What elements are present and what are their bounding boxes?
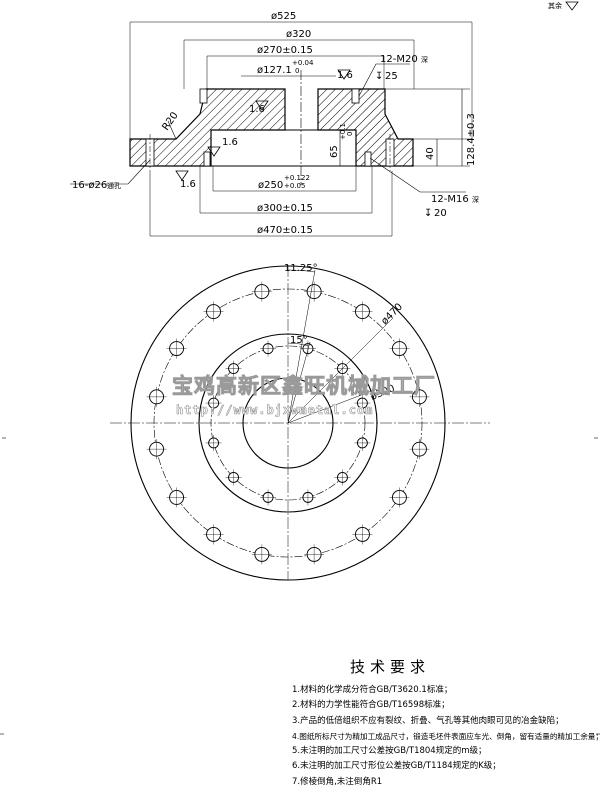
svg-text:深: 深 — [472, 195, 479, 204]
rest-roughness-label: 其余 — [548, 1, 562, 10]
tech-requirement-item: 1.材料的化学成分符合GB/T3620.1标准； — [292, 685, 453, 695]
tech-requirements-title: 技术要求 — [350, 658, 431, 676]
roughness-triangle-icon — [565, 1, 579, 11]
watermark-company: 宝鸡高新区鑫旺机械加工厂 — [172, 374, 436, 398]
dim-d250-tol-up: +0.122 — [284, 174, 310, 182]
dim-d127-tol-low: 0 — [295, 67, 299, 75]
svg-text:深: 深 — [421, 55, 428, 64]
dim-d127-tol-up: +0.04 — [292, 59, 314, 67]
roughness-2: 1.6 — [337, 70, 353, 81]
dim-d320: ø320 — [286, 29, 311, 40]
section-view — [70, 21, 473, 237]
dim-d525: ø525 — [271, 11, 296, 22]
callout-m16-depth-symbol: ↧ — [424, 208, 432, 219]
roughness-1: 1.6 — [249, 104, 265, 115]
dim-h65-tol-up: +0.1 — [339, 123, 347, 140]
callout-m16-depth: 20 — [434, 208, 447, 219]
svg-text:通孔: 通孔 — [107, 181, 121, 190]
watermark-url: http://www.bjxwmetal.com — [176, 403, 373, 417]
dim-r20: R20 — [160, 110, 180, 132]
dim-d250: ø250 — [258, 180, 283, 191]
callout-m20: 12-M20 — [380, 54, 418, 65]
dim-h128: 128.4±0.3 — [466, 113, 477, 166]
dim-d127: ø127.1 — [257, 65, 292, 76]
dim-h65: 65 — [329, 145, 340, 158]
callout-m16: 12-M16 — [431, 194, 469, 205]
roughness-4: 1.6 — [180, 179, 196, 190]
callout-m20-depth: 25 — [385, 71, 398, 82]
dim-d470: ø470±0.15 — [257, 225, 313, 236]
tech-requirement-item: 3.产品的低倍组织不应有裂纹、折叠、气孔等其他肉眼可见的冶金缺陷； — [292, 715, 564, 726]
tech-requirement-item: 7.修棱倒角,未注倒角R1 — [292, 776, 383, 787]
dim-h40: 40 — [425, 147, 436, 160]
dim-h65-tol-low: 0 — [346, 132, 354, 136]
angle-inner: 15° — [290, 335, 308, 346]
callout-holes26: 16-ø26 — [72, 180, 107, 191]
rest-roughness-mark: 其余 — [548, 1, 579, 11]
roughness-3: 1.6 — [222, 137, 238, 148]
angle-outer: 11.25° — [284, 263, 318, 274]
tech-requirement-item: 4.图纸所标尺寸为精加工成品尺寸，锻造毛坯件表面应车光、倒角，留有适量的精加工余… — [292, 731, 600, 741]
dim-d270: ø270±0.15 — [257, 45, 313, 56]
tech-requirement-item: 5.未注明的加工尺寸公差按GB/T1804规定的m级； — [292, 746, 487, 757]
dim-d300: ø300±0.15 — [257, 203, 313, 214]
plan-view — [110, 265, 490, 581]
callout-m20-depth-symbol: ↧ — [375, 71, 383, 82]
tech-requirement-item: 2.材料的力学性能符合GB/T16598标准； — [292, 700, 450, 711]
tech-requirement-item: 6.未注明的加工尺寸形位公差按GB/T1184规定的K级； — [292, 761, 501, 772]
tech-requirements-list: 1.材料的化学成分符合GB/T3620.1标准； 2.材料的力学性能符合GB/T… — [292, 683, 600, 790]
dim-d250-tol-low: +0.05 — [284, 182, 305, 190]
